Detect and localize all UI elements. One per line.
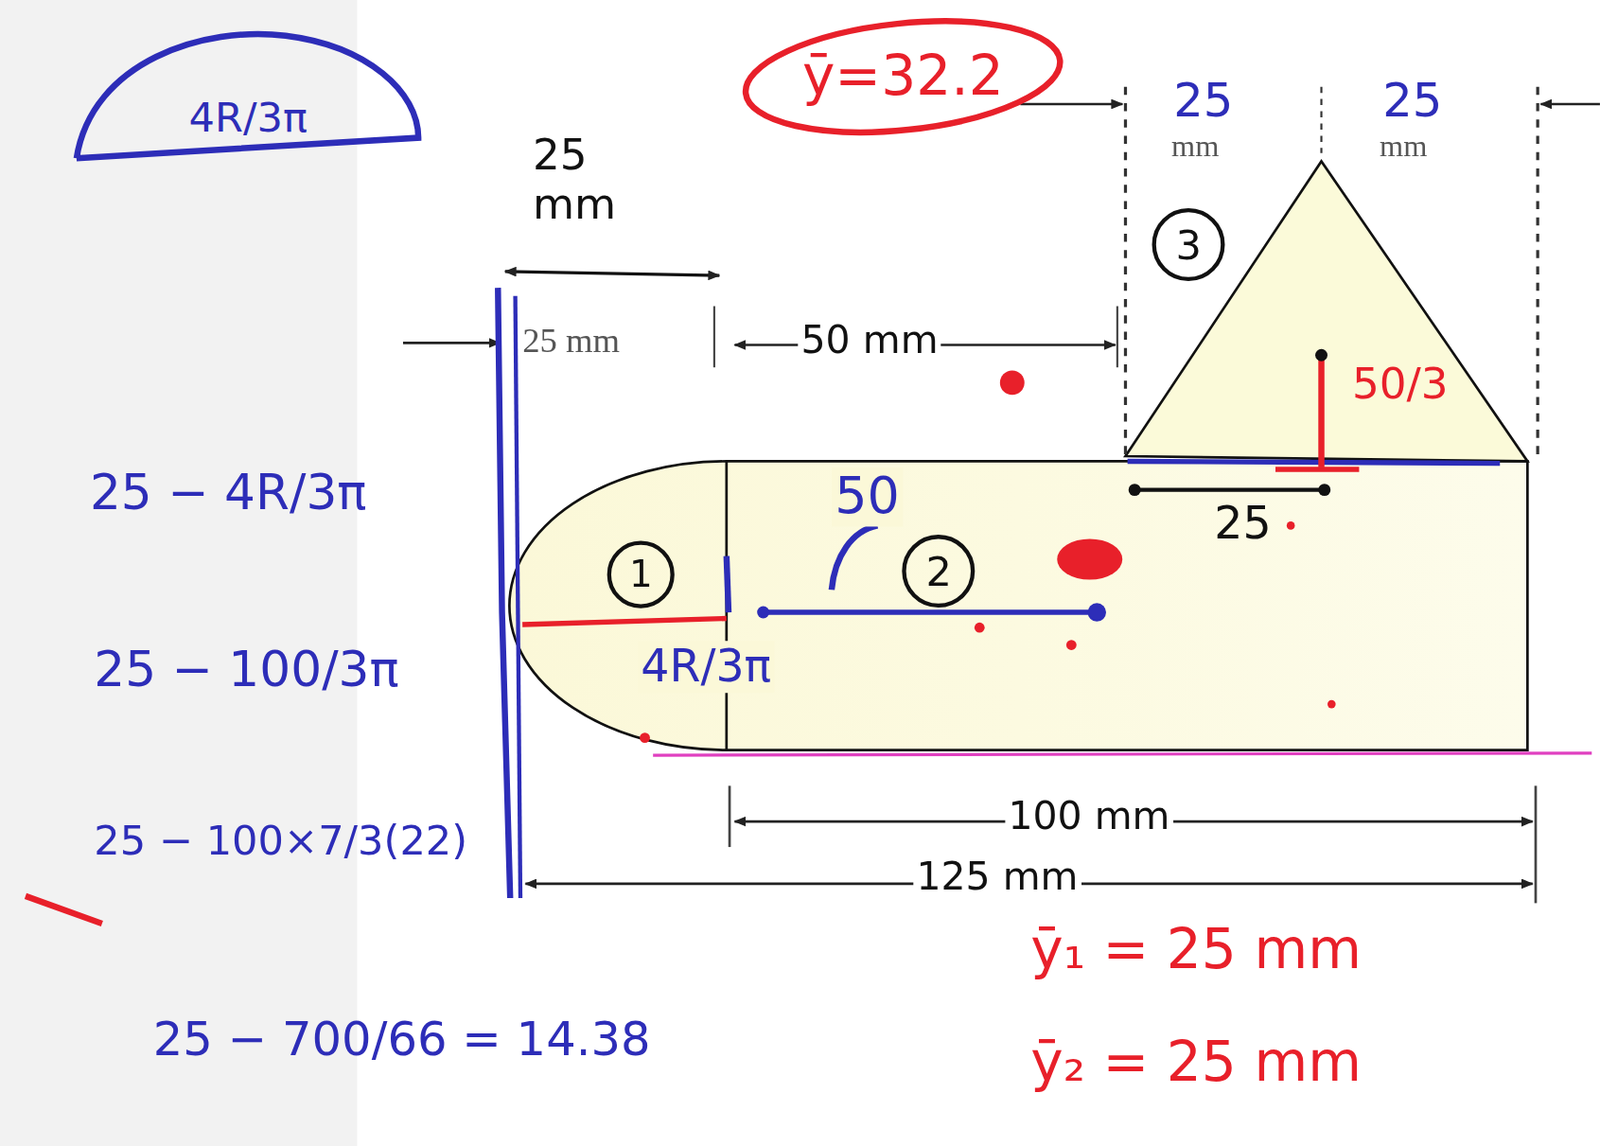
callout-circle: 3 xyxy=(1151,207,1227,282)
annotation-label: 50/3 xyxy=(1349,359,1452,409)
annotation-label: ȳ₂ = 25 mm xyxy=(1030,1030,1362,1094)
annotation-label: 50 mm xyxy=(797,317,941,363)
result-text: ȳ=32.2 xyxy=(802,46,1004,107)
annotation-label: 25 xyxy=(1213,497,1271,550)
callout-circle: 2 xyxy=(901,533,977,609)
annotation-label: 100 mm xyxy=(1004,793,1174,839)
result-ellipse: ȳ=32.2 xyxy=(741,19,1064,133)
annotation-label: 25 − 700/66 = 14.38 xyxy=(153,1012,651,1067)
annotation-label: 4R/3π xyxy=(637,640,774,693)
annotation-label: 25 − 100/3π xyxy=(93,640,399,698)
annotation-label: 25 − 4R/3π xyxy=(89,464,368,522)
annotation-label: 25 xyxy=(1382,73,1442,128)
callout-number: 1 xyxy=(629,554,653,596)
annotation-label: 50 xyxy=(831,467,903,527)
annotation-label: 25 mm xyxy=(522,320,620,361)
annotation-label: 125 mm xyxy=(913,855,1082,900)
annotation-label: mm xyxy=(1379,128,1427,164)
annotation-label: mm xyxy=(1171,128,1219,164)
annotation-label: ȳ₁ = 25 mm xyxy=(1030,918,1362,983)
annotation-label: 25 − 100×7/3(22) xyxy=(93,816,468,864)
callout-number: 3 xyxy=(1176,222,1202,267)
callout-number: 2 xyxy=(925,548,951,594)
annotation-label: 25 mm xyxy=(532,130,666,229)
annotation-label: 25 xyxy=(1173,73,1233,128)
annotation-label: 4R/3π xyxy=(189,93,308,141)
callout-circle: 1 xyxy=(606,539,676,609)
